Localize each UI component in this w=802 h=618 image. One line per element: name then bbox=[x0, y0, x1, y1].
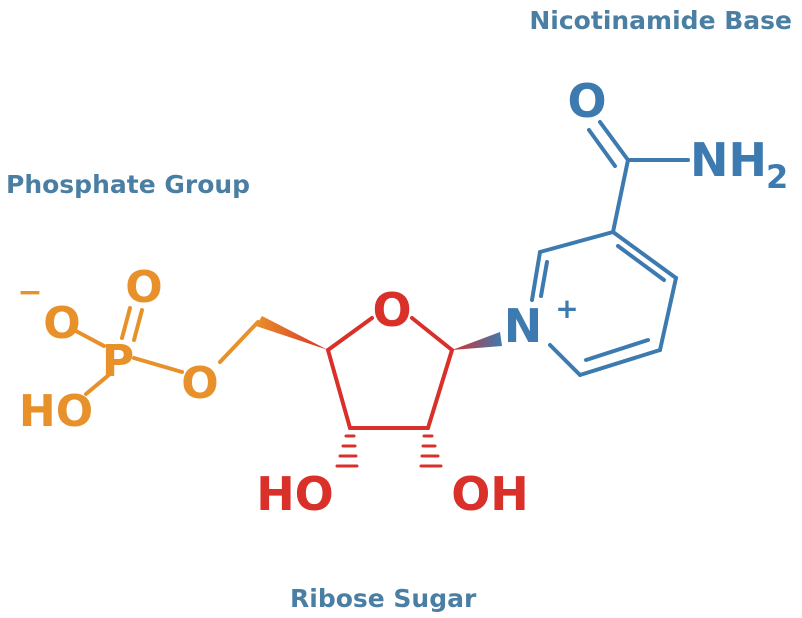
ring-bond bbox=[426, 348, 454, 430]
amine-subscript: 2 bbox=[766, 158, 788, 196]
c4-wedge-bond bbox=[256, 316, 328, 350]
ring-bond bbox=[578, 348, 662, 377]
hashed-bond-right bbox=[419, 434, 443, 468]
phosphate-bonds bbox=[72, 306, 260, 396]
ring-double-bond bbox=[539, 260, 549, 298]
carbonyl-oxygen-atom: O bbox=[567, 74, 606, 128]
ring-bond bbox=[658, 276, 678, 352]
hydroxyl-right-atom: OH bbox=[451, 467, 529, 521]
hydroxyl-left-atom: HO bbox=[256, 467, 334, 521]
pyridinium-charge: + bbox=[555, 292, 578, 325]
carbonyl-double-bond bbox=[587, 128, 617, 168]
phosphoryl-double-bond bbox=[132, 308, 144, 342]
carboxamide-bond bbox=[611, 158, 630, 234]
phosphoryl-double-bond bbox=[120, 306, 132, 340]
nicotinamide-base-label: Nicotinamide Base bbox=[529, 6, 792, 35]
ring-bond bbox=[611, 230, 678, 280]
ring-double-bond bbox=[616, 244, 666, 282]
ring-bond bbox=[326, 316, 374, 352]
hashed-bond-left bbox=[335, 434, 359, 468]
glycosidic-wedge-bond bbox=[452, 332, 502, 350]
phosphate-minus-charge: − bbox=[17, 275, 42, 310]
phosphate-ho-bond bbox=[84, 372, 112, 396]
ring-bond bbox=[530, 250, 542, 302]
phosphate-o-minus-bond bbox=[72, 328, 106, 348]
nicotinamide-bonds bbox=[530, 120, 690, 377]
ribose-sugar-label: Ribose Sugar bbox=[290, 584, 477, 613]
amine-nh-atom: NH bbox=[690, 133, 767, 187]
ring-bond bbox=[410, 316, 454, 352]
bridging-oxygen-atom: O bbox=[181, 358, 218, 409]
ribose-bonds bbox=[326, 316, 454, 430]
phosphate-hydroxyl-atom: HO bbox=[19, 386, 93, 437]
carbonyl-double-bond bbox=[598, 120, 630, 162]
phosphorus-atom: P bbox=[102, 336, 134, 387]
ring-oxygen-atom: O bbox=[372, 283, 411, 337]
phosphoryl-oxygen-atom: O bbox=[125, 262, 162, 313]
phosphate-oxygen-minus-atom: O bbox=[43, 298, 80, 349]
ring-bond bbox=[326, 348, 352, 430]
ring-bond bbox=[538, 230, 615, 254]
methylene-bond bbox=[218, 320, 260, 364]
pyridinium-nitrogen-atom: N bbox=[504, 299, 543, 353]
ring-double-bond bbox=[584, 338, 650, 362]
ester-bond bbox=[132, 356, 184, 374]
phosphate-group-label: Phosphate Group bbox=[6, 170, 251, 199]
ring-bond bbox=[548, 343, 582, 377]
